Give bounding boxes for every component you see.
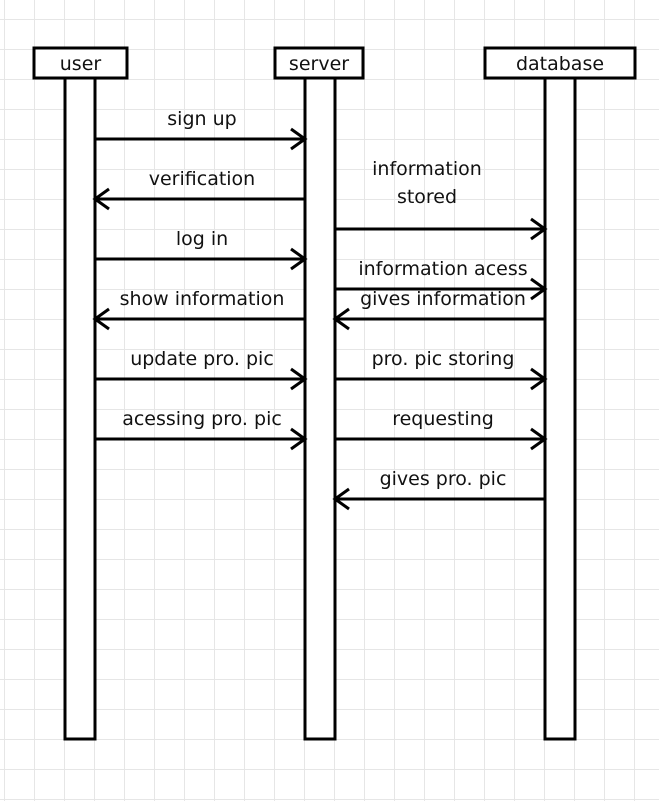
message-label: show information bbox=[120, 288, 285, 310]
message-arrowhead bbox=[92, 307, 110, 331]
user-lifeline bbox=[63, 76, 97, 741]
message-label: information bbox=[372, 158, 482, 180]
message-arrowhead bbox=[332, 307, 350, 331]
message-12: gives pro. pic bbox=[332, 468, 545, 511]
message-8: update pro. pic bbox=[95, 348, 308, 391]
message-1: sign up bbox=[95, 108, 308, 151]
message-label: update pro. pic bbox=[130, 348, 274, 370]
participant-database: database bbox=[483, 46, 637, 741]
message-arrowhead bbox=[92, 187, 110, 211]
database-header-label: database bbox=[516, 53, 604, 75]
message-6: gives information bbox=[332, 288, 545, 331]
message-arrowhead bbox=[290, 367, 308, 391]
message-label: information acess bbox=[358, 258, 527, 280]
message-arrowhead bbox=[290, 247, 308, 271]
database-lifeline bbox=[543, 76, 577, 741]
message-label: stored bbox=[397, 186, 457, 208]
message-label: requesting bbox=[392, 408, 494, 430]
message-arrowhead bbox=[530, 217, 548, 241]
message-label: gives pro. pic bbox=[380, 468, 507, 490]
message-arrowhead bbox=[290, 427, 308, 451]
message-2: verification bbox=[92, 168, 305, 211]
message-label: pro. pic storing bbox=[372, 348, 515, 370]
message-arrowhead bbox=[530, 427, 548, 451]
user-header-label: user bbox=[60, 53, 102, 75]
message-label: gives information bbox=[360, 288, 526, 310]
message-label: verification bbox=[149, 168, 255, 190]
message-9: pro. pic storing bbox=[335, 348, 548, 391]
server-header-label: server bbox=[289, 53, 349, 75]
participant-user: user bbox=[32, 46, 129, 741]
message-7: show information bbox=[92, 288, 305, 331]
message-11: requesting bbox=[335, 408, 548, 451]
message-label: sign up bbox=[167, 108, 236, 130]
message-label: acessing pro. pic bbox=[122, 408, 282, 430]
message-arrowhead bbox=[530, 277, 548, 301]
message-arrowhead bbox=[332, 487, 350, 511]
participant-server: server bbox=[273, 46, 365, 741]
server-lifeline bbox=[303, 76, 337, 741]
message-4: log in bbox=[95, 228, 308, 271]
message-label: log in bbox=[176, 228, 228, 250]
message-arrowhead bbox=[530, 367, 548, 391]
message-arrowhead bbox=[290, 127, 308, 151]
message-5: information acess bbox=[335, 258, 548, 301]
message-10: acessing pro. pic bbox=[95, 408, 308, 451]
message-3: information stored bbox=[335, 158, 548, 241]
